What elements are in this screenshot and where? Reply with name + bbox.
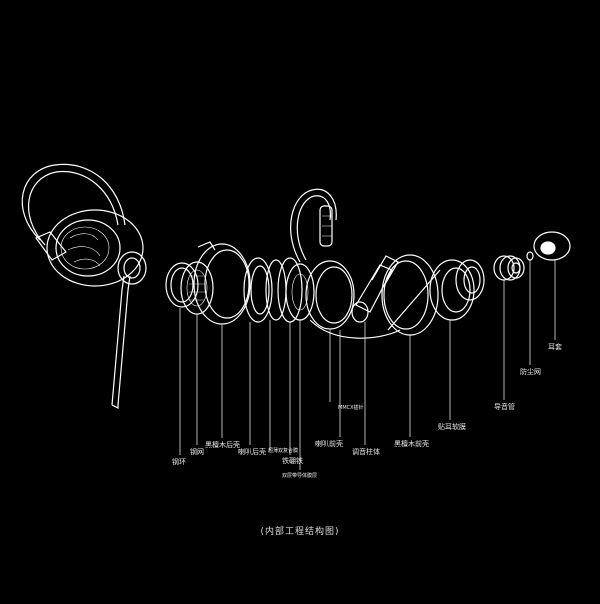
sound-tube-part <box>493 255 525 281</box>
ear-tip-part <box>533 231 571 261</box>
diagram-caption: (内部工程结构图) <box>260 527 340 537</box>
label-gangwang: 钢网 <box>190 448 204 456</box>
label-magnet: 铁硼铁 <box>282 457 303 465</box>
label-ear-tip: 耳套 <box>548 343 562 351</box>
label-speaker-front-shell: 喇叭前壳 <box>315 440 343 448</box>
steel-ring-part <box>165 262 199 308</box>
speaker-front-shell-part <box>290 188 401 339</box>
label-sound-tube: 导音管 <box>494 403 515 411</box>
label-ebony-rear-shell: 黑檀木后壳 <box>205 441 240 449</box>
label-mmcx: MMCX插针 <box>338 405 364 411</box>
label-dust-mesh: 防尘网 <box>520 368 541 376</box>
leader-lines <box>179 260 556 470</box>
label-ear-film: 贴耳软膜 <box>438 423 466 431</box>
label-tuning-column: 调音柱体 <box>352 448 380 456</box>
dust-mesh-part <box>526 251 534 261</box>
label-conductor-film: 双层带导体膜层 <box>282 473 318 479</box>
ebony-rear-shell-part <box>193 241 251 325</box>
ebony-front-shell-part <box>381 254 441 336</box>
ear-film-part <box>429 259 485 321</box>
steel-mesh-part <box>180 261 214 315</box>
assembled-earphone <box>21 163 147 409</box>
tuning-column-part <box>351 255 399 323</box>
label-ebony-front-shell: 黑檀木前壳 <box>394 440 429 448</box>
label-speaker-rear-shell: 喇叭后壳 <box>238 448 266 456</box>
label-composite-film: 超薄双复合膜 <box>268 448 299 454</box>
speaker-rear-shell-part <box>243 257 273 323</box>
label-gangquan: 钢环 <box>172 458 186 466</box>
